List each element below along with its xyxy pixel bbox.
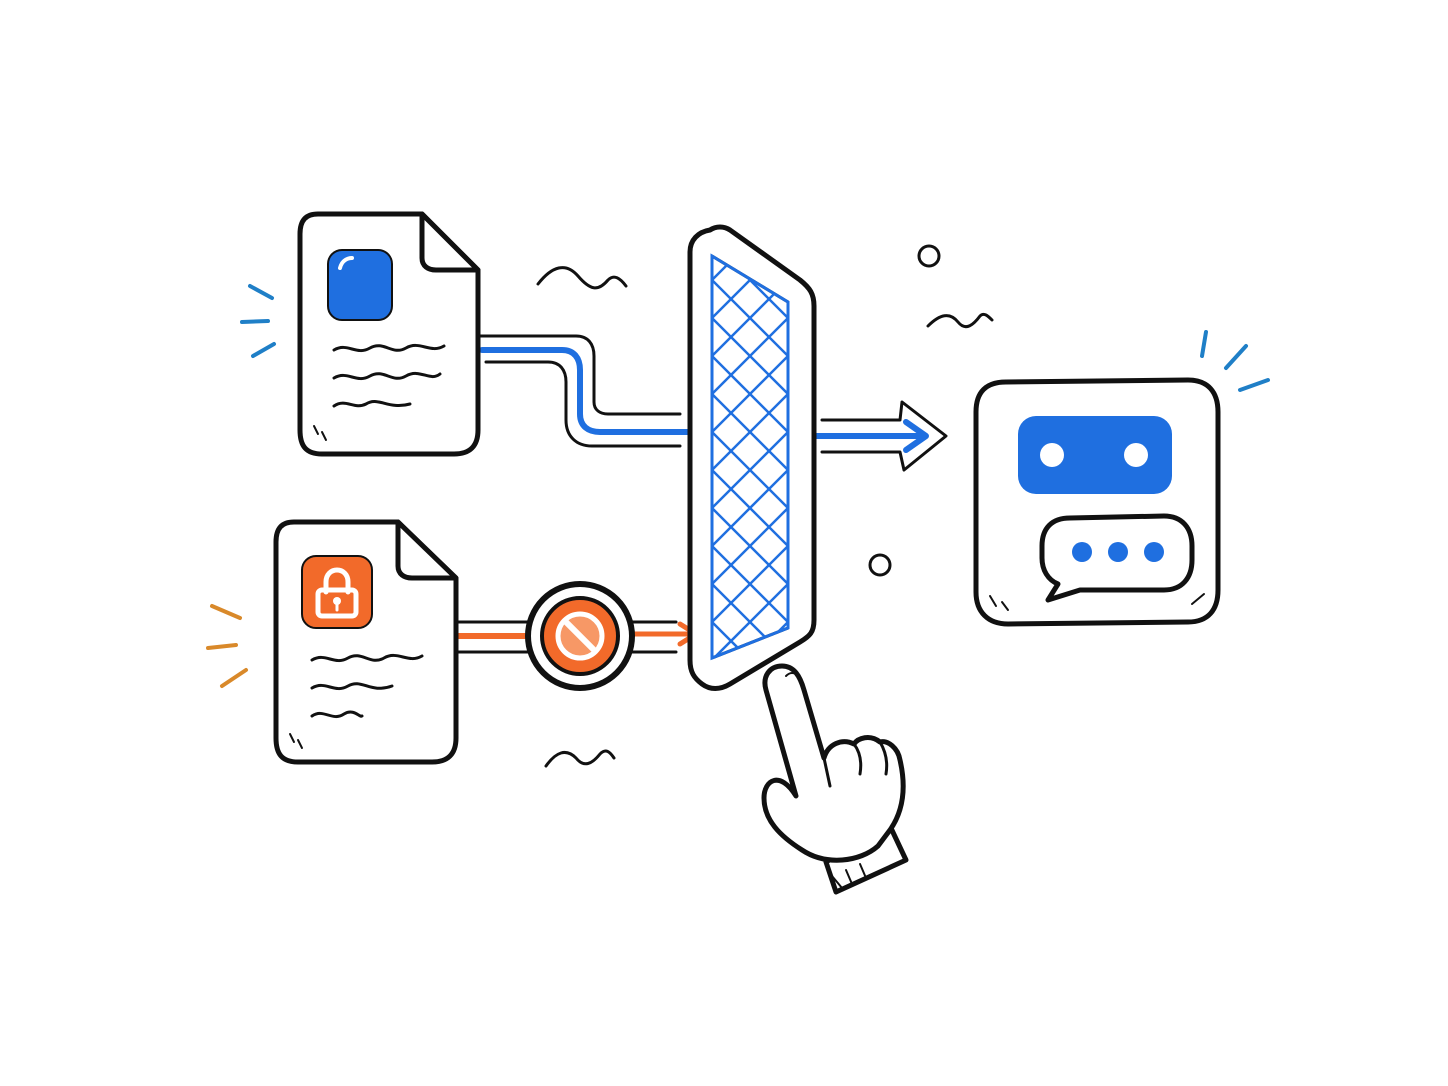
- prohibited-icon: [525, 581, 635, 691]
- typing-dot-2: [1108, 542, 1128, 562]
- mesh-line: [700, 2, 800, 102]
- typing-dot-3: [1144, 542, 1164, 562]
- chatbot-icon: [973, 377, 1221, 627]
- mesh-line: [712, 381, 788, 483]
- mesh-line: [700, 952, 800, 1052]
- allowed-document-icon: [297, 211, 481, 457]
- mesh-filter-icon: [687, 0, 817, 1052]
- mesh-line: [700, 952, 800, 1052]
- robot-eye-left: [1040, 443, 1064, 467]
- mesh-line: [712, 256, 788, 293]
- blocked-flow-pipe: [455, 620, 699, 654]
- mesh-line: [700, 0, 800, 26]
- document-badge-icon: [327, 249, 393, 321]
- mesh-line: [700, 914, 800, 1014]
- squiggle-right: [926, 312, 994, 329]
- pointing-hand-icon: [761, 663, 909, 895]
- restricted-document-icon: [273, 519, 459, 765]
- sparkles-allowed-document: [240, 284, 276, 358]
- circle-decoration-top: [917, 244, 941, 268]
- circle-decoration-middle: [868, 553, 892, 577]
- mesh-line: [700, 914, 800, 1014]
- robot-eye-right: [1124, 443, 1148, 467]
- mesh-line: [700, 40, 800, 140]
- allowed-flow-pipe: [478, 334, 717, 448]
- mesh-line: [700, 0, 800, 64]
- mesh-line: [712, 609, 788, 658]
- mesh-line: [700, 40, 800, 140]
- typing-dot-1: [1072, 542, 1092, 562]
- sparkles-restricted-document: [206, 604, 248, 688]
- mesh-line: [712, 533, 788, 635]
- mesh-line: [700, 2, 800, 102]
- mesh-line: [700, 876, 800, 976]
- mesh-line: [700, 78, 800, 178]
- mesh-line: [700, 0, 800, 26]
- mesh-line: [712, 457, 788, 559]
- mesh-line: [712, 419, 788, 521]
- decorations: [536, 244, 994, 768]
- mesh-line: [700, 838, 800, 938]
- allowed-flow-arrow: [813, 400, 948, 472]
- mesh-line: [712, 305, 788, 407]
- mesh-line: [700, 116, 800, 216]
- robot-face-icon: [1018, 416, 1172, 494]
- squiggle-top: [536, 266, 628, 290]
- mesh-line: [712, 495, 788, 597]
- mesh-line: [700, 0, 800, 64]
- mesh-line: [712, 343, 788, 445]
- mesh-line: [700, 78, 800, 178]
- mesh-line: [700, 116, 800, 216]
- mesh-line: [712, 609, 788, 658]
- squiggle-bottom: [544, 749, 616, 768]
- mesh-line: [700, 838, 800, 938]
- sparkles-assistant: [1200, 330, 1270, 392]
- mesh-line: [700, 876, 800, 976]
